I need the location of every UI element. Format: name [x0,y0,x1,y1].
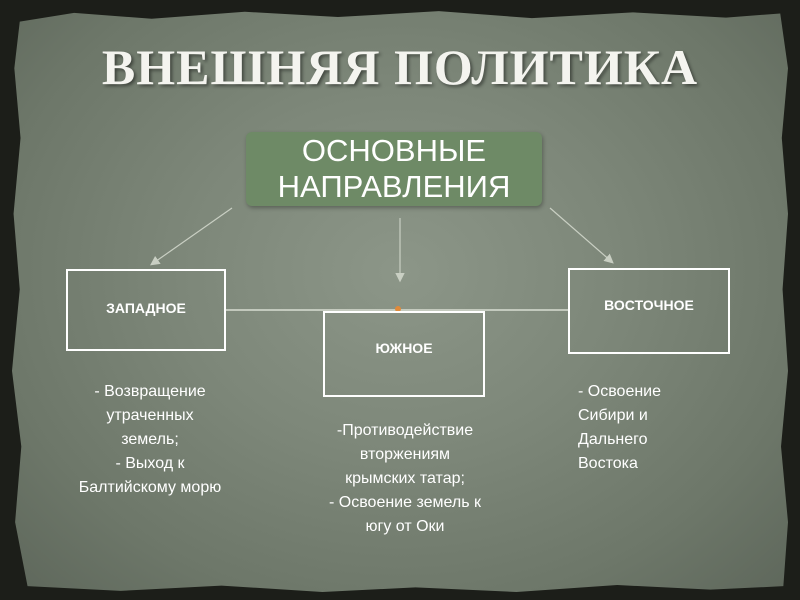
west-direction-label: ЗАПАДНОЕ [106,300,186,316]
west-description: - Возвращение утраченных земель; - Выход… [78,383,222,496]
parchment-background [12,11,788,592]
slide-title: ВНЕШНЯЯ ПОЛИТИКА [101,39,699,95]
south-direction-label: ЮЖНОЕ [375,340,433,356]
east-direction-label: ВОСТОЧНОЕ [604,297,694,313]
east-direction-box: ВОСТОЧНОЕ [568,268,730,354]
west-direction-box: ЗАПАДНОЕ [66,269,226,351]
east-description: - Освоение Сибири и Дальнего Востока [578,383,662,472]
main-directions-box: ОСНОВНЫЕ НАПРАВЛЕНИЯ [246,132,542,206]
south-description: -Противодействие вторжениям крымских тат… [329,422,481,535]
south-direction-box: ЮЖНОЕ [323,311,485,397]
